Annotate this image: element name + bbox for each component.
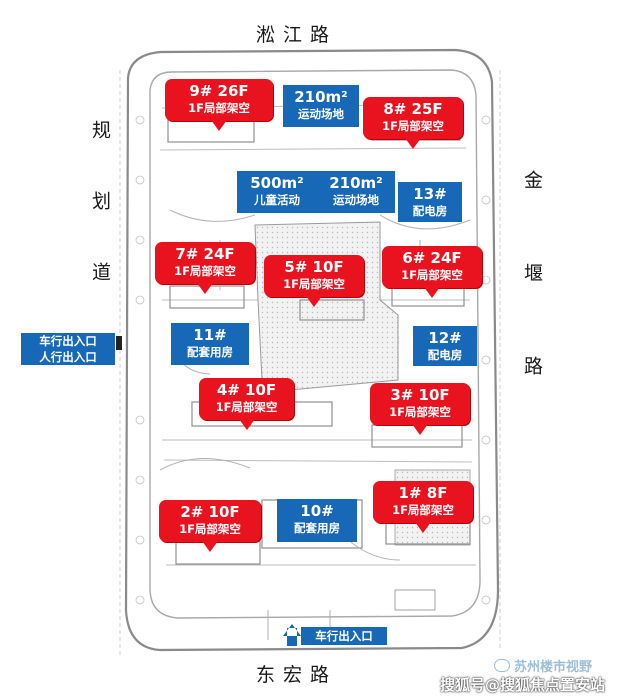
facility-12: 12# 配电房 <box>413 326 477 366</box>
facility-10: 10# 配套用房 <box>277 499 357 542</box>
building-9-sub: 1F局部架空 <box>188 101 250 115</box>
building-3-sub: 1F局部架空 <box>389 405 451 419</box>
building-8-title: 8# 25F <box>383 100 443 118</box>
facility-11: 11# 配套用房 <box>171 323 249 365</box>
facility-sport-field-center-type: 运动场地 <box>333 193 379 207</box>
building-3-label: 3# 10F 1F局部架空 <box>370 383 470 435</box>
building-4-title: 4# 10F <box>216 381 277 399</box>
building-7-sub: 1F局部架空 <box>174 264 236 278</box>
facility-11-title: 11# <box>193 326 227 344</box>
building-8-label: 8# 25F 1F局部架空 <box>363 97 463 149</box>
building-1-title: 1# 8F <box>398 484 448 502</box>
facility-10-sub: 配套用房 <box>294 521 340 535</box>
road-name-east-text: 金堰路 <box>521 170 543 449</box>
building-9-label: 9# 26F 1F局部架空 <box>165 79 273 131</box>
facility-kids-area-type: 儿童活动 <box>254 193 300 207</box>
facility-sport-field-north: 210m² 运动场地 <box>283 85 359 127</box>
watermark-account-text: 苏州楼市视野 <box>514 660 593 675</box>
facility-sport-field-north-area: 210m² <box>294 88 348 106</box>
building-6-title: 6# 24F <box>402 249 462 267</box>
building-1-sub: 1F局部架空 <box>392 503 454 517</box>
road-name-north: 淞江路 <box>256 24 338 46</box>
west-entrance-pedestrian: 人行出入口 <box>39 350 97 364</box>
facility-sport-field-center-area: 210m² <box>329 174 383 192</box>
building-4-sub: 1F局部架空 <box>215 400 278 414</box>
building-3-title: 3# 10F <box>390 386 450 404</box>
facility-kids-area: 500m² 儿童活动 <box>237 171 317 213</box>
building-5-sub: 1F局部架空 <box>283 277 345 291</box>
facility-sport-field-north-type: 运动场地 <box>298 107 344 121</box>
building-2-label: 2# 10F 1F局部架空 <box>159 500 261 552</box>
facility-10-title: 10# <box>300 502 334 520</box>
watermark-account: 苏州楼市视野 <box>494 656 592 675</box>
facility-13-sub: 配电房 <box>412 204 448 218</box>
building-6-sub: 1F局部架空 <box>401 268 463 282</box>
building-1-label: 1# 8F 1F局部架空 <box>373 481 473 533</box>
watermark-site: 搜狐号@搜狐焦点置安站 <box>440 676 606 694</box>
facility-13: 13# 配电房 <box>398 182 462 222</box>
building-5-label: 5# 10F 1F局部架空 <box>264 255 364 307</box>
building-7-label: 7# 24F 1F局部架空 <box>155 242 255 294</box>
watermark-account-icon <box>494 659 510 672</box>
facility-12-sub: 配电房 <box>427 348 463 362</box>
building-8-sub: 1F局部架空 <box>382 119 444 133</box>
facility-11-sub: 配套用房 <box>187 345 233 359</box>
facility-kids-area-size: 500m² <box>250 174 304 192</box>
facility-sport-field-center: 210m² 运动场地 <box>317 171 395 213</box>
building-6-label: 6# 24F 1F局部架空 <box>382 246 482 298</box>
west-entrance-label: 车行出入口 人行出入口 <box>21 333 115 365</box>
facility-12-title: 12# <box>428 329 462 347</box>
building-2-title: 2# 10F <box>180 503 240 521</box>
road-name-east: 金堰路 <box>520 170 544 449</box>
building-2-sub: 1F局部架空 <box>179 522 241 536</box>
south-entrance-text: 车行出入口 <box>315 629 373 643</box>
building-4-label: 4# 10F 1F局部架空 <box>199 378 294 430</box>
west-entrance-vehicle: 车行出入口 <box>39 334 97 348</box>
building-7-title: 7# 24F <box>175 245 235 263</box>
facility-13-title: 13# <box>413 185 447 203</box>
building-9-title: 9# 26F <box>189 82 249 100</box>
south-entrance-label: 车行出入口 <box>301 627 387 645</box>
building-5-title: 5# 10F <box>284 258 344 276</box>
road-name-south: 东宏路 <box>256 664 338 686</box>
